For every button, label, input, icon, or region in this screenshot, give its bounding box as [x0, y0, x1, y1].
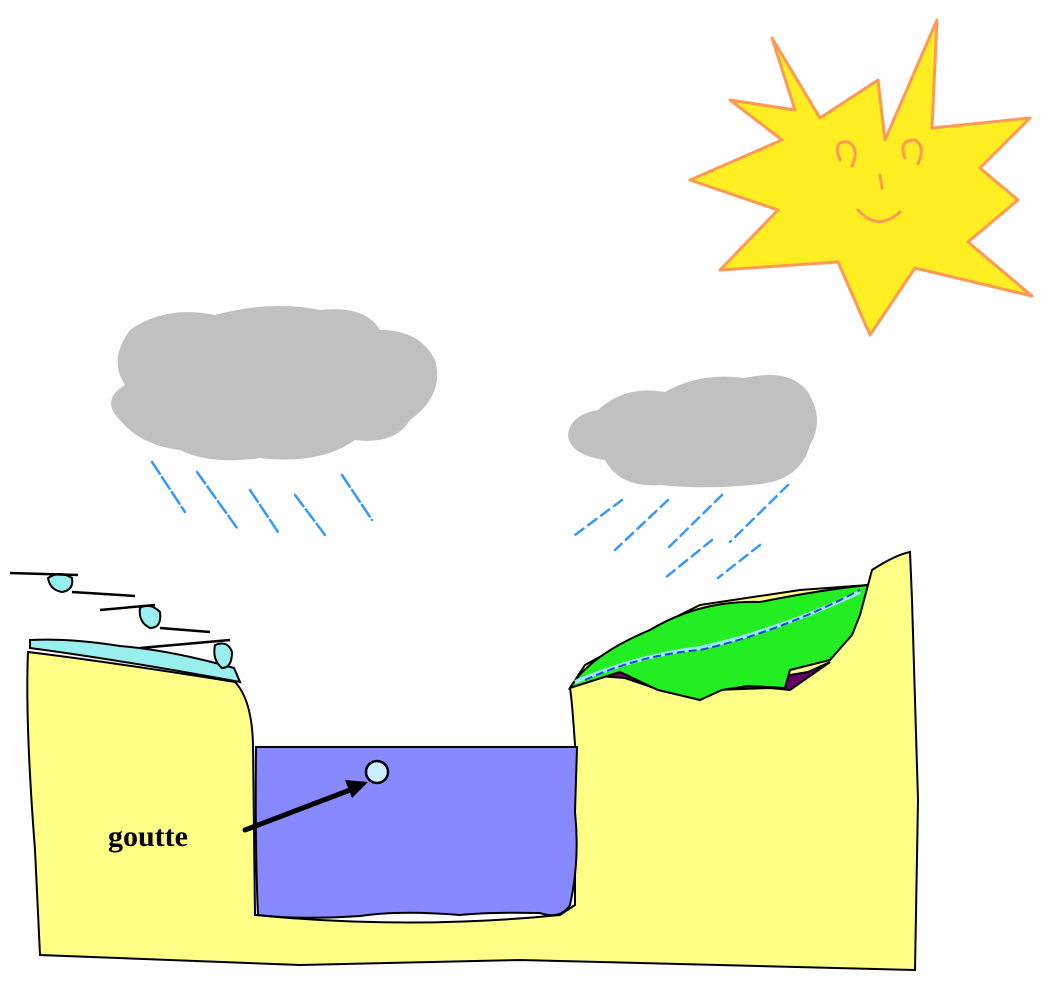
water-drop-icon [364, 759, 390, 785]
water-pool [254, 746, 579, 919]
arrow-icon [242, 780, 368, 833]
drop-label: goutte [108, 820, 188, 853]
rain-icon [150, 460, 374, 537]
sun-icon [688, 18, 1034, 337]
sun-face [835, 138, 923, 223]
grass-hill [567, 583, 870, 702]
snow-layer [9, 571, 242, 684]
rain-icon [573, 483, 790, 580]
cloud-icon [568, 375, 818, 488]
cloud-icon [111, 306, 438, 461]
